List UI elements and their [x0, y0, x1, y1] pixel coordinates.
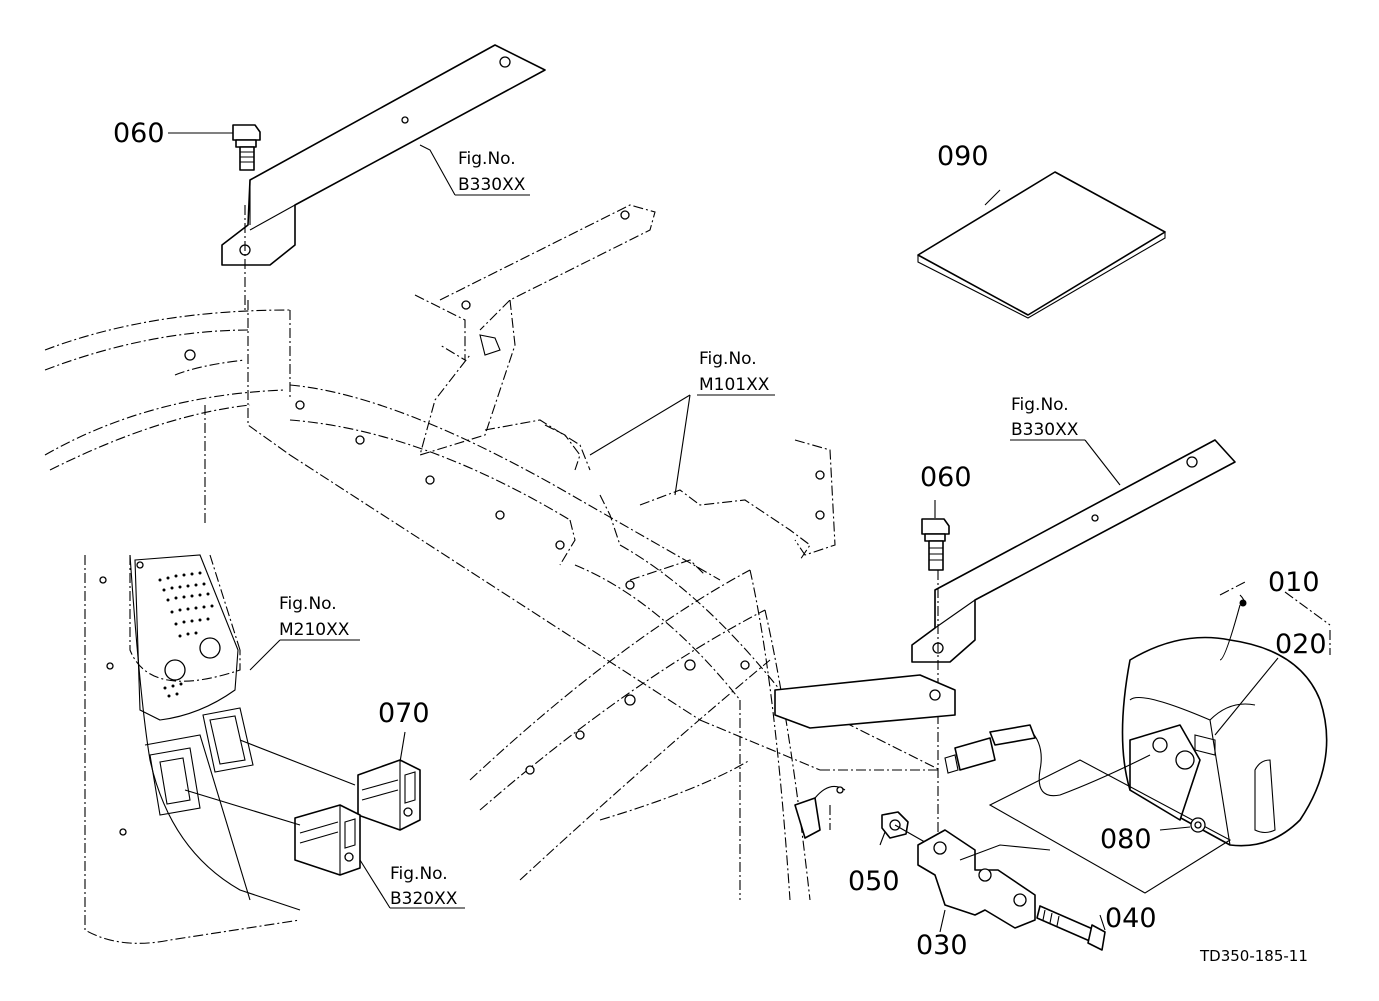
figure-ref-prefix: Fig.No.	[1011, 395, 1069, 415]
figure-ref-b330xx-right: Fig.No. B330XX	[1011, 395, 1079, 440]
part-number-030: 030	[916, 930, 968, 961]
leader-lines	[168, 132, 1331, 933]
switch-070-upper	[357, 759, 421, 831]
bolt-060-upper	[232, 124, 261, 171]
part-number-060-right: 060	[920, 462, 972, 493]
figure-ref-prefix: Fig.No.	[458, 149, 516, 169]
switch-070-lower	[294, 804, 361, 876]
figure-ref-b330xx-top: Fig.No. B330XX	[458, 149, 526, 195]
part-number-010: 010	[1268, 567, 1320, 598]
part-number-090: 090	[937, 141, 989, 172]
figure-ref-code: B330XX	[1011, 420, 1079, 440]
center-brackets	[414, 204, 836, 581]
figure-ref-m210xx: Fig.No. M210XX	[279, 594, 350, 640]
upper-left-bracket	[221, 44, 546, 310]
part-number-040: 040	[1105, 903, 1157, 934]
bolt-060-right	[921, 518, 950, 571]
work-light-010	[1121, 636, 1328, 847]
figure-ref-code: M210XX	[279, 620, 350, 640]
lamp-bracket-area	[988, 759, 1232, 894]
part-number-labels: 060 060 090 070 050 030 040 080 010 020	[113, 118, 1327, 961]
stay-030	[917, 829, 1051, 929]
pillar-panel	[84, 554, 301, 944]
drawing-id: TD350-185-11	[1199, 947, 1308, 965]
manual-090	[917, 171, 1166, 319]
cab-frame	[44, 300, 941, 901]
figure-ref-code: B330XX	[458, 175, 526, 195]
nut-050	[881, 811, 931, 846]
figure-ref-b320xx: Fig.No. B320XX	[390, 864, 458, 909]
speaker-grille	[158, 571, 214, 698]
part-number-080: 080	[1100, 824, 1152, 855]
bolt-040	[1036, 905, 1106, 951]
part-number-020: 020	[1275, 629, 1327, 660]
right-bracket	[774, 439, 1236, 840]
part-number-060-upper: 060	[113, 118, 165, 149]
harness-clip	[794, 785, 846, 839]
part-number-070: 070	[378, 698, 430, 729]
figure-ref-m101xx: Fig.No. M101XX	[699, 349, 770, 395]
figure-ref-prefix: Fig.No.	[279, 594, 337, 614]
figure-ref-prefix: Fig.No.	[699, 349, 757, 369]
harness-wire	[944, 724, 1151, 797]
figure-ref-code: B320XX	[390, 889, 458, 909]
figure-ref-prefix: Fig.No.	[390, 864, 448, 884]
bulb-080	[1190, 817, 1206, 833]
part-number-050: 050	[848, 866, 900, 897]
figure-ref-code: M101XX	[699, 375, 770, 395]
